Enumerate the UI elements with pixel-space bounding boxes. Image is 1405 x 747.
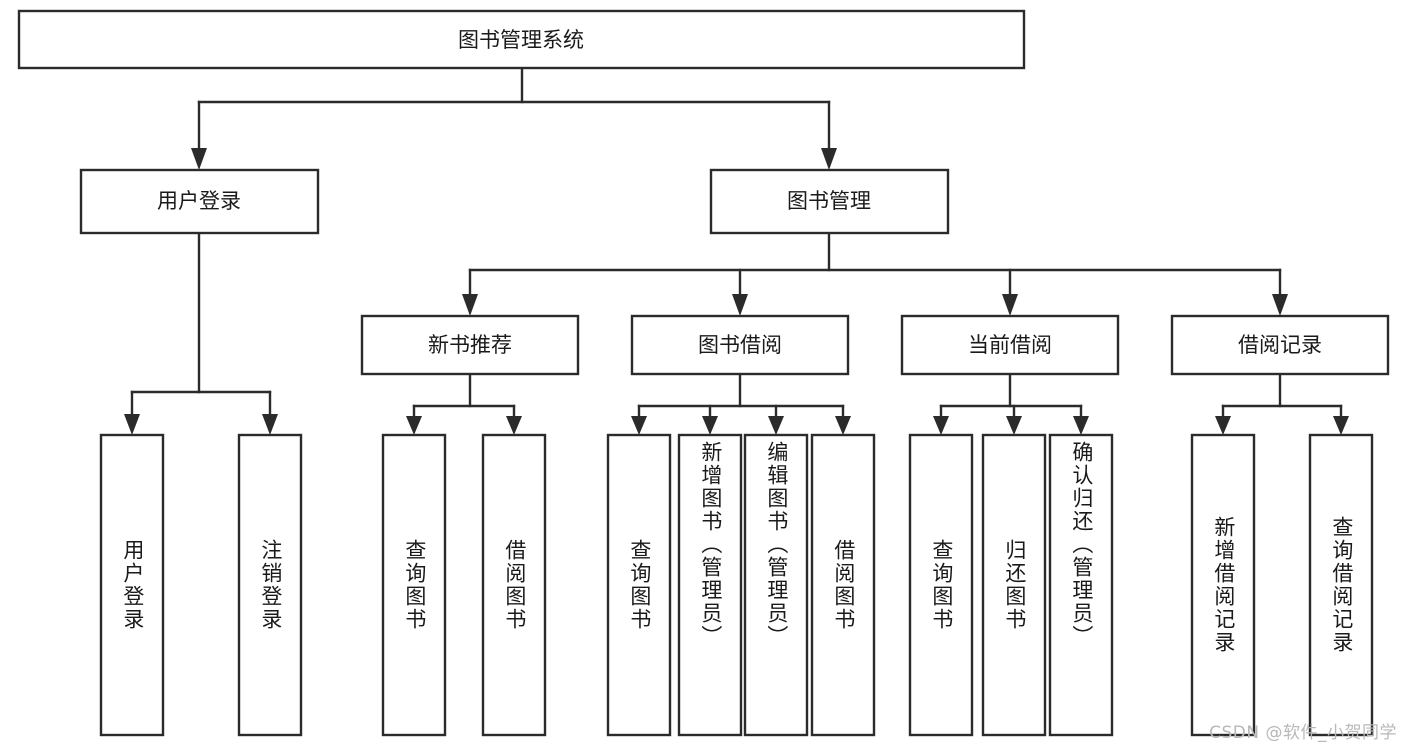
- leaf-box-user-login[interactable]: [99, 433, 165, 737]
- leaf-box-add-record[interactable]: [1190, 433, 1256, 737]
- node-user-login[interactable]: 用户登录: [79, 168, 320, 235]
- node-current-borrow[interactable]: 当前借阅: [900, 314, 1120, 376]
- node-new-book-recommend[interactable]: 新书推荐: [360, 314, 580, 376]
- leaf-box-return-book[interactable]: [981, 433, 1047, 737]
- node-current-borrow-label: 当前借阅: [968, 333, 1052, 357]
- connector-currentborrow-to-leaves: [933, 372, 1089, 435]
- node-root-system[interactable]: 图书管理系统: [17, 9, 1026, 70]
- leaf-box-borrow-book-rec[interactable]: [481, 433, 547, 737]
- connector-newbook-to-leaves: [406, 372, 522, 435]
- node-root-system-label: 图书管理系统: [458, 28, 584, 52]
- connector-userlogin-to-leaves: [124, 231, 278, 435]
- leaf-box-query-book-brw[interactable]: [606, 433, 672, 737]
- connector-root-to-level1: [191, 66, 837, 170]
- leaf-box-user-logout[interactable]: [237, 433, 303, 737]
- leaf-box-query-book-rec[interactable]: [381, 433, 447, 737]
- connector-bookborrow-to-leaves: [631, 372, 851, 435]
- node-book-borrow-label: 图书借阅: [698, 333, 782, 357]
- connector-bookmanage-to-level2: [462, 231, 1288, 316]
- node-book-manage[interactable]: 图书管理: [709, 168, 950, 235]
- node-user-login-label: 用户登录: [157, 189, 241, 213]
- node-new-book-recommend-label: 新书推荐: [428, 333, 512, 357]
- leaf-box-edit-book[interactable]: [743, 433, 809, 737]
- node-book-manage-label: 图书管理: [787, 189, 871, 213]
- leaf-box-borrow-book-brw[interactable]: [810, 433, 876, 737]
- connector-borrowrecord-to-leaves: [1215, 372, 1349, 435]
- leaf-boxes: [99, 433, 1374, 737]
- node-borrow-record-label: 借阅记录: [1238, 333, 1322, 357]
- leaf-box-confirm-return[interactable]: [1048, 433, 1114, 737]
- leaf-box-query-record[interactable]: [1308, 433, 1374, 737]
- node-book-borrow[interactable]: 图书借阅: [630, 314, 850, 376]
- node-borrow-record[interactable]: 借阅记录: [1170, 314, 1390, 376]
- leaf-box-add-book[interactable]: [677, 433, 743, 737]
- csdn-watermark: CSDN @软件_小贺同学: [1209, 723, 1397, 743]
- leaf-box-query-book-cur[interactable]: [908, 433, 974, 737]
